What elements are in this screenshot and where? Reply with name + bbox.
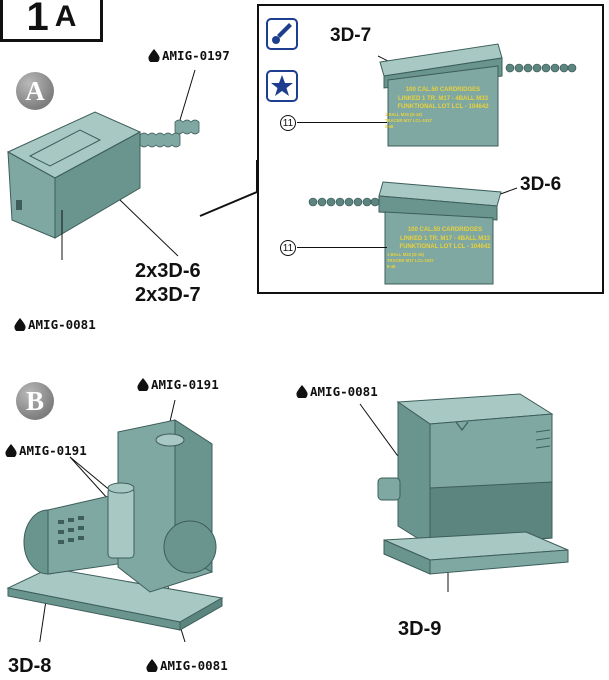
part-label-3d-7: 3D-7 — [330, 25, 372, 46]
stencil-line: LINKED 1 TR. M17 - 4BALL M33 — [400, 235, 490, 242]
paint-ref-label: AMIG-0197 — [162, 48, 230, 63]
parts-a-line2: 2x3D-7 — [135, 284, 201, 306]
part-label-3d-9: 3D-9 — [398, 618, 442, 640]
stencil-line: 100 CAL.50 CARDRIDGES — [407, 227, 483, 233]
callout-11-bottom: 11 — [280, 240, 296, 256]
part-label-3d-6: 3D-6 — [520, 174, 562, 195]
step-letter: A — [54, 0, 77, 33]
stencil-line: 8-48 — [387, 264, 396, 270]
stencil-line: 1 BALL M33 (D-16) — [385, 112, 422, 118]
paint-ref-a-top: AMIG-0197 — [148, 48, 230, 63]
paint-ref-label: AMIG-0191 — [151, 377, 219, 392]
part-label-3d-8: 3D-8 — [8, 655, 52, 677]
ammo-can-top-illustration — [377, 43, 577, 147]
callout-leader — [297, 122, 387, 123]
can-stencil-bottom: 100 CAL.50 CARDRIDGES LINKED 1 TR. M17 -… — [387, 226, 503, 270]
stencil-line: TRACER M17 LCL-1037 — [387, 258, 434, 264]
paint-ref-label: AMIG-0081 — [28, 317, 96, 332]
battery-box-illustration — [359, 393, 569, 592]
generator-illustration — [6, 399, 224, 642]
stencil-line: FUNKTIONAL LOT LCL - 104642 — [399, 244, 491, 251]
paint-ref-b-top: AMIG-0191 — [137, 377, 219, 392]
paint-ref-box: AMIG-0081 — [296, 384, 378, 399]
paint-ref-a-bottom: AMIG-0081 — [14, 317, 96, 332]
callout-11-top: 11 — [280, 115, 296, 131]
ammo-can-a-illustration — [6, 69, 258, 260]
paint-ref-b-left: AMIG-0191 — [5, 443, 87, 458]
star-icon — [266, 70, 298, 102]
paint-ref-label: AMIG-0191 — [19, 443, 87, 458]
section-a-badge: A — [16, 72, 54, 110]
paint-drop-icon — [296, 385, 308, 398]
stencil-line: 8-48 — [385, 124, 394, 130]
paint-drop-icon — [148, 49, 160, 62]
stencil-line: 100 CAL.50 CARDRIDGES — [405, 87, 481, 93]
parts-a-list: 2x3D-6 2x3D-7 — [135, 259, 201, 307]
callout-leader — [297, 247, 387, 248]
parts-a-line1: 2x3D-6 — [135, 260, 201, 282]
paint-ref-label: AMIG-0081 — [160, 658, 228, 673]
ammo-can-bottom-illustration — [308, 181, 518, 285]
detail-box — [257, 4, 604, 294]
paint-brush-icon — [266, 18, 298, 50]
paint-drop-icon — [146, 659, 158, 672]
paint-drop-icon — [14, 318, 26, 331]
stencil-line: 1 BALL M33 (D-16) — [387, 252, 424, 258]
section-b-badge: B — [16, 382, 54, 420]
paint-drop-icon — [5, 444, 17, 457]
stencil-line: FUNKTIONAL LOT LCL - 104642 — [397, 104, 489, 111]
paint-ref-b-bottom: AMIG-0081 — [146, 658, 228, 673]
step-number-box: 1 A — [0, 0, 103, 42]
can-stencil-top: 100 CAL.50 CARDRIDGES LINKED 1 TR. M17 -… — [385, 86, 501, 130]
stencil-line: TRACER M17 LCL-1037 — [385, 118, 432, 124]
stencil-line: LINKED 1 TR. M17 - 4BALL M33 — [398, 95, 488, 102]
step-number: 1 — [26, 0, 49, 39]
paint-drop-icon — [137, 378, 149, 391]
paint-ref-label: AMIG-0081 — [310, 384, 378, 399]
